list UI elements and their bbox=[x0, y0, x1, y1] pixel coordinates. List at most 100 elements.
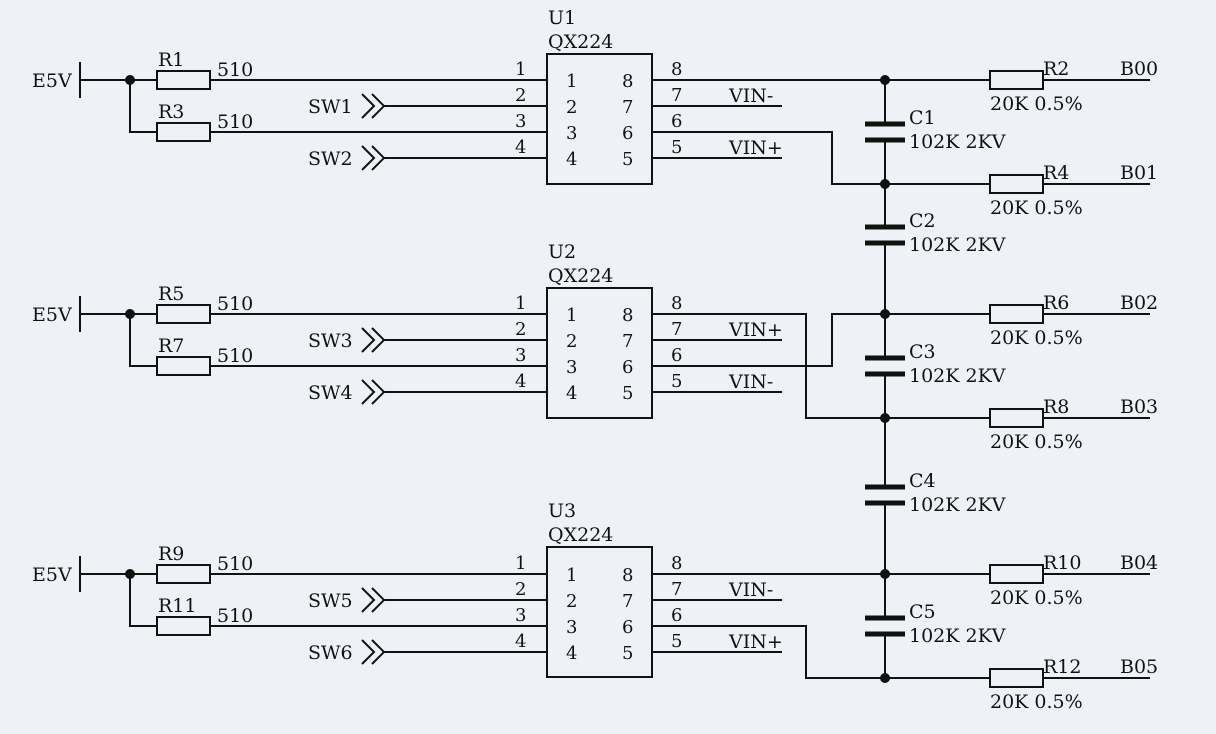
switch-label: SW1 bbox=[308, 96, 353, 118]
net-b01-wire bbox=[652, 131, 990, 185]
ic-internal-pin-number: 3 bbox=[566, 357, 577, 378]
resistor-value-label: 20K 0.5% bbox=[990, 691, 1083, 713]
ic-internal-pin-number: 8 bbox=[622, 71, 633, 92]
ic-external-pin-number: 7 bbox=[671, 319, 682, 340]
ic-external-pin-number: 2 bbox=[515, 579, 526, 600]
ic-internal-pin-number: 7 bbox=[622, 331, 633, 352]
input-resistor bbox=[156, 616, 211, 636]
switch-sw4-chevron-a bbox=[361, 379, 376, 405]
resistor-ref-label: R9 bbox=[158, 543, 184, 565]
resistor-ref-label: R11 bbox=[158, 595, 196, 617]
supply-label: E5V bbox=[32, 304, 72, 326]
switch-sw1-chevron-a bbox=[361, 93, 376, 119]
ic-internal-pin-number: 8 bbox=[622, 565, 633, 586]
ic-external-pin-number: 8 bbox=[671, 553, 682, 574]
net-b05-wire bbox=[652, 625, 990, 679]
net-label: B04 bbox=[1120, 552, 1158, 574]
ic-part-label: QX224 bbox=[548, 265, 613, 287]
resistor-ref-label: R10 bbox=[1043, 552, 1081, 574]
junction-dot bbox=[880, 413, 890, 423]
resistor-value-label: 510 bbox=[217, 605, 253, 627]
ic-ref-label: U2 bbox=[548, 241, 576, 263]
switch-sw1-chevron-b bbox=[371, 93, 386, 119]
ic-internal-pin-number: 7 bbox=[622, 591, 633, 612]
output-resistor bbox=[989, 174, 1044, 194]
supply-branch-wire bbox=[129, 314, 157, 367]
input-resistor bbox=[156, 356, 211, 376]
capacitor-value-label: 102K 2KV bbox=[909, 131, 1006, 153]
ic-external-pin-number: 8 bbox=[671, 293, 682, 314]
resistor-ref-label: R6 bbox=[1043, 292, 1069, 314]
ic-external-pin-number: 3 bbox=[515, 345, 526, 366]
ic-external-pin-number: 2 bbox=[515, 319, 526, 340]
net-label: B03 bbox=[1120, 396, 1158, 418]
resistor-value-label: 20K 0.5% bbox=[990, 587, 1083, 609]
output-resistor bbox=[989, 564, 1044, 584]
ic-external-pin-number: 6 bbox=[671, 111, 682, 132]
ic-internal-pin-number: 5 bbox=[622, 643, 633, 664]
vin-label: VIN+ bbox=[728, 631, 783, 653]
vin-label: VIN- bbox=[728, 371, 773, 393]
junction-dot bbox=[125, 569, 135, 579]
resistor-value-label: 510 bbox=[217, 345, 253, 367]
vin-label: VIN- bbox=[728, 85, 773, 107]
output-resistor bbox=[989, 408, 1044, 428]
switch-sw6-chevron-b bbox=[371, 639, 386, 665]
ic-external-pin-number: 1 bbox=[515, 293, 526, 314]
resistor-ref-label: R12 bbox=[1043, 656, 1081, 678]
resistor-ref-label: R8 bbox=[1043, 396, 1069, 418]
input-resistor bbox=[156, 122, 211, 142]
ic-internal-pin-number: 7 bbox=[622, 97, 633, 118]
switch-sw6-chevron-a bbox=[361, 639, 376, 665]
resistor-ref-label: R1 bbox=[158, 49, 184, 71]
ic-body-u2 bbox=[546, 287, 653, 419]
junction-dot bbox=[880, 179, 890, 189]
ic-internal-pin-number: 1 bbox=[566, 305, 577, 326]
ic-external-pin-number: 3 bbox=[515, 605, 526, 626]
supply-branch-wire bbox=[129, 80, 157, 133]
components bbox=[79, 53, 1044, 688]
ic-ref-label: U1 bbox=[548, 7, 576, 29]
ic-external-pin-number: 4 bbox=[515, 137, 526, 158]
ic-ref-label: U3 bbox=[548, 500, 576, 522]
ic-external-pin-number: 4 bbox=[515, 631, 526, 652]
net-label: B05 bbox=[1120, 656, 1158, 678]
ic-external-pin-number: 1 bbox=[515, 59, 526, 80]
switch-sw3-chevron-a bbox=[361, 327, 376, 353]
switch-sw2-chevron-b bbox=[371, 145, 386, 171]
net-label: B00 bbox=[1120, 58, 1158, 80]
switch-sw5-chevron-b bbox=[371, 587, 386, 613]
ic-internal-pin-number: 4 bbox=[566, 643, 577, 664]
ic-external-pin-number: 6 bbox=[671, 605, 682, 626]
ic-external-pin-number: 7 bbox=[671, 579, 682, 600]
capacitor-value-label: 102K 2KV bbox=[909, 365, 1006, 387]
ic-external-pin-number: 4 bbox=[515, 371, 526, 392]
junction-dot bbox=[880, 75, 890, 85]
resistor-ref-label: R3 bbox=[158, 101, 184, 123]
capacitor-value-label: 102K 2KV bbox=[909, 234, 1006, 256]
net-b02-wire bbox=[652, 313, 990, 367]
capacitor-value-label: 102K 2KV bbox=[909, 494, 1006, 516]
switch-sw2-chevron-a bbox=[361, 145, 376, 171]
ic-internal-pin-number: 2 bbox=[566, 97, 577, 118]
switch-label: SW3 bbox=[308, 330, 353, 352]
switch-sw4-chevron-b bbox=[371, 379, 386, 405]
ic-internal-pin-number: 6 bbox=[622, 617, 633, 638]
ic-external-pin-number: 8 bbox=[671, 59, 682, 80]
ic-external-pin-number: 1 bbox=[515, 553, 526, 574]
supply-branch-wire bbox=[129, 574, 157, 627]
switch-sw5-chevron-a bbox=[361, 587, 376, 613]
ic-part-label: QX224 bbox=[548, 524, 613, 546]
resistor-value-label: 510 bbox=[217, 553, 253, 575]
output-resistor bbox=[989, 304, 1044, 324]
resistor-ref-label: R7 bbox=[158, 335, 184, 357]
supply-label: E5V bbox=[32, 564, 72, 586]
vin-label: VIN+ bbox=[728, 137, 783, 159]
ic-internal-pin-number: 2 bbox=[566, 591, 577, 612]
resistor-ref-label: R5 bbox=[158, 283, 184, 305]
ic-external-pin-number: 3 bbox=[515, 111, 526, 132]
net-label: B01 bbox=[1120, 162, 1158, 184]
ic-internal-pin-number: 4 bbox=[566, 149, 577, 170]
junctions bbox=[125, 75, 890, 683]
